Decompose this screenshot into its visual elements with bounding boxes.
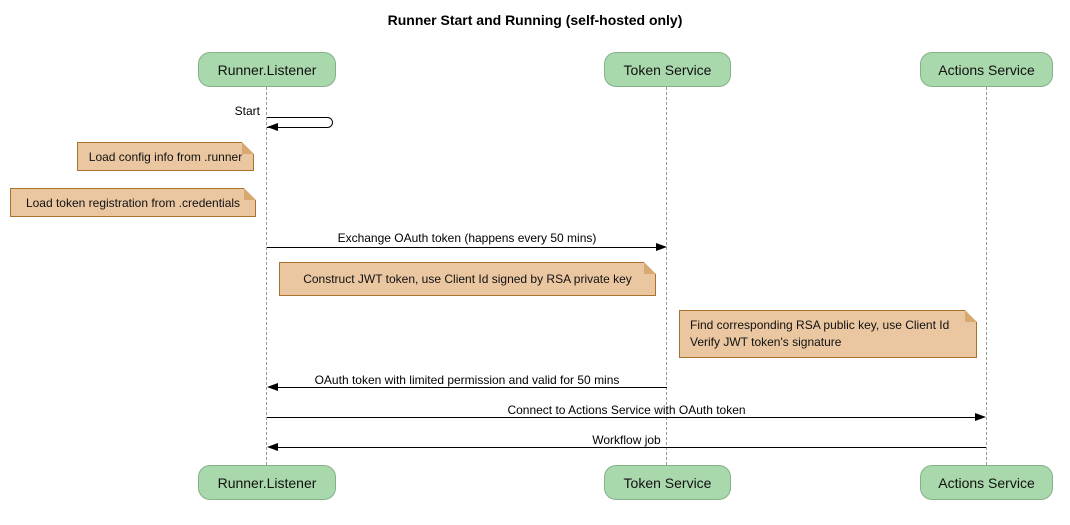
arrowhead-right-icon: [975, 413, 986, 421]
message-label-connect-actions-service: Connect to Actions Service with OAuth to…: [507, 403, 746, 417]
participant-bottom-runner-listener: Runner.Listener: [198, 465, 336, 500]
message-label-oauth-token-returned: OAuth token with limited permission and …: [314, 373, 620, 387]
lifeline-actions-service: [986, 87, 987, 465]
note-verify-jwt-signature: Find corresponding RSA public key, use C…: [679, 310, 977, 358]
participant-bottom-actions-service: Actions Service: [920, 465, 1053, 500]
self-message-loop: [267, 117, 333, 128]
participant-bottom-token-service: Token Service: [604, 465, 731, 500]
diagram-title: Runner Start and Running (self-hosted on…: [387, 12, 683, 28]
arrowhead-left-icon: [267, 123, 278, 131]
lifeline-token-service: [666, 87, 667, 465]
self-message-label-start: Start: [234, 104, 260, 118]
arrowhead-left-icon: [267, 443, 278, 451]
participant-top-runner-listener: Runner.Listener: [198, 52, 336, 87]
arrowhead-left-icon: [267, 383, 278, 391]
message-line-connect-actions-service: [267, 417, 975, 418]
note-load-config: Load config info from .runner: [77, 142, 254, 171]
lifeline-runner-listener: [266, 87, 267, 465]
message-line-workflow-job: [278, 447, 986, 448]
note-load-token-registration: Load token registration from .credential…: [10, 188, 256, 217]
note-construct-jwt-token: Construct JWT token, use Client Id signe…: [279, 262, 656, 296]
arrowhead-right-icon: [656, 243, 667, 251]
participant-top-actions-service: Actions Service: [920, 52, 1053, 87]
participant-top-token-service: Token Service: [604, 52, 731, 87]
message-label-exchange-oauth-token: Exchange OAuth token (happens every 50 m…: [337, 231, 597, 245]
message-line-exchange-oauth-token: [267, 247, 656, 248]
message-label-workflow-job: Workflow job: [592, 433, 661, 447]
message-line-oauth-token-returned: [278, 387, 667, 388]
